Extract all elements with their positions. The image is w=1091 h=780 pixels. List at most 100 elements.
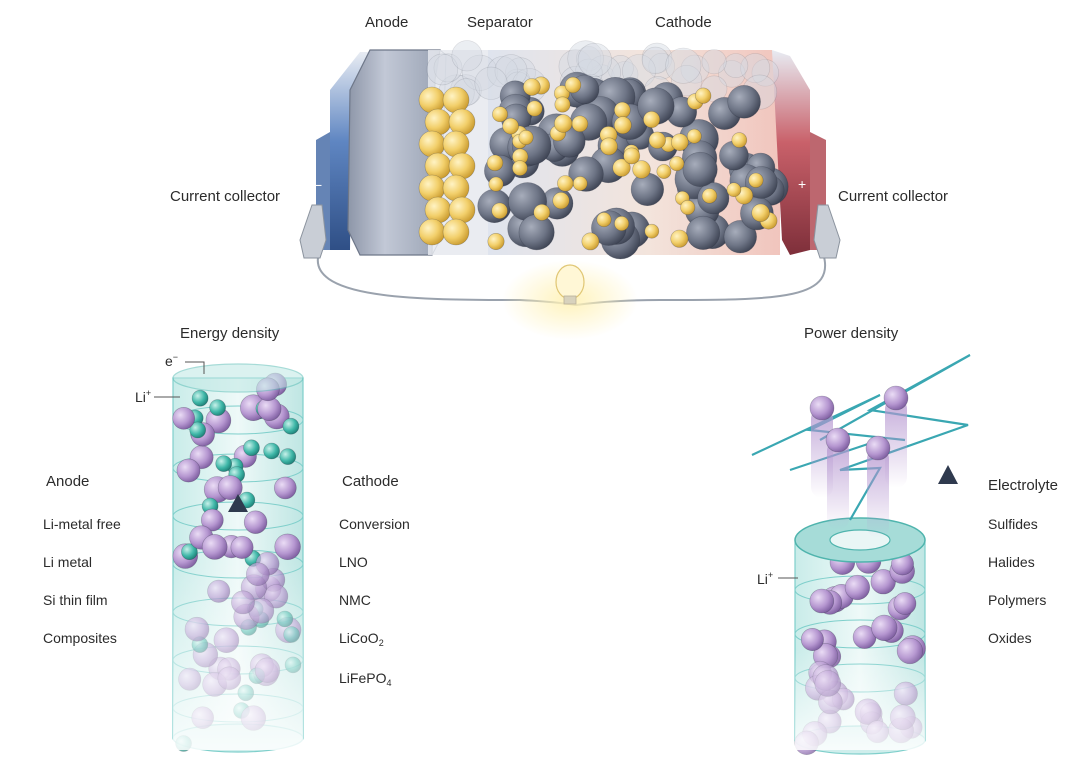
background-particle	[575, 45, 602, 72]
cathode-lithium-particle	[486, 154, 504, 172]
energy-lithium-symbol: Li	[135, 389, 146, 405]
cathode-lithium-particle	[526, 100, 543, 117]
cathode-lithium-particle	[581, 232, 600, 251]
cathode-lithium-particle	[612, 158, 631, 177]
left-clamp	[299, 204, 327, 259]
cathode-item-lco: LiCoO2	[339, 630, 384, 648]
electron-particle	[209, 399, 226, 416]
cathode-lithium-particle	[518, 130, 534, 146]
background-particle	[641, 46, 670, 75]
separator-label: Separator	[467, 14, 533, 31]
cathode-lithium-particle	[488, 176, 504, 192]
cathode-lithium-particle	[670, 133, 689, 151]
lfp-subscript: 4	[386, 678, 392, 688]
cathode-lithium-particle	[487, 233, 505, 251]
electron-label: e−	[165, 352, 178, 369]
lithium-ion-particle	[273, 476, 297, 500]
moving-lithium-ion	[825, 427, 851, 453]
background-particle	[461, 54, 498, 91]
cathode-item: Conversion	[339, 516, 410, 532]
power-arrow-head	[938, 465, 958, 484]
energy-cathode-heading: Cathode	[342, 473, 399, 490]
background-particle	[451, 40, 483, 72]
energy-density-cylinder	[154, 361, 304, 753]
anode-item: Li metal	[43, 554, 93, 570]
anode-lithium-particle	[442, 218, 470, 246]
lithium-ion-particle	[274, 533, 301, 560]
background-particle	[723, 53, 749, 79]
lithium-ion-particle	[217, 475, 243, 501]
lithium-ion-particle	[176, 458, 201, 483]
power-lithium-symbol: Li	[757, 571, 768, 587]
cathode-lithium-particle	[492, 106, 508, 123]
cathode-lithium-particle	[751, 203, 770, 223]
moving-lithium-ion	[809, 395, 835, 421]
electron-particle	[215, 455, 232, 472]
background-particle	[426, 53, 459, 86]
energy-lithium-label: Li+	[135, 388, 151, 405]
cathode-lithium-particle	[572, 176, 588, 191]
electrolyte-heading: Electrolyte	[988, 477, 1059, 494]
electron-particle	[279, 448, 297, 465]
cathode-item: LNO	[339, 554, 368, 570]
plus-sign: +	[798, 176, 807, 192]
anode-label: Anode	[365, 14, 409, 31]
energy-anode-heading: Anode	[46, 473, 90, 490]
cathode-particle	[682, 151, 718, 187]
background-particle	[740, 53, 771, 83]
background-particle	[751, 59, 779, 87]
cathode-lithium-particle	[686, 128, 702, 144]
lithium-ion-particle	[201, 508, 224, 532]
cathode-lithium-particle	[643, 111, 661, 129]
electrolyte-item: Polymers	[988, 592, 1047, 608]
lithium-ion-particle	[844, 574, 871, 601]
anode-item: Composites	[43, 630, 117, 646]
background-particle	[433, 53, 463, 83]
power-lithium-label: Li+	[757, 570, 773, 587]
cathode-lithium-particle	[695, 87, 712, 104]
cathode-item-lfp: LiFePO4	[339, 670, 391, 688]
cathode-lithium-particle	[552, 192, 570, 210]
electron-symbol: e	[165, 353, 173, 369]
electron-particle	[282, 417, 300, 435]
energy-lithium-charge: +	[145, 388, 152, 398]
ion-motion-trail	[827, 440, 849, 530]
lithium-ion-particle	[172, 406, 195, 430]
cathode-lithium-particle	[522, 78, 541, 96]
background-particle	[665, 47, 702, 84]
electron-particle	[191, 389, 209, 407]
electrolyte-item: Halides	[988, 554, 1035, 570]
cathode-particle	[723, 220, 757, 254]
electron-leader-line	[185, 361, 205, 374]
anode-item: Li-metal free	[43, 516, 121, 532]
electron-particle	[243, 439, 260, 457]
power-density-cylinder	[751, 354, 971, 755]
cathode-item: NMC	[339, 592, 371, 608]
cathode-lithium-particle	[748, 172, 764, 188]
cathode-lithium-particle	[533, 203, 551, 221]
cathode-lithium-particle	[613, 116, 632, 135]
cathode-lithium-particle	[731, 132, 748, 148]
anode-lithium-particle	[418, 218, 446, 246]
cathode-lithium-particle	[669, 156, 685, 172]
cathode-label: Cathode	[655, 14, 712, 31]
moving-lithium-ion	[883, 385, 909, 411]
lithium-ion-particle	[871, 614, 898, 642]
cathode-lithium-particle	[564, 76, 582, 94]
cathode-particle	[727, 85, 761, 119]
right-clamp	[813, 204, 841, 259]
background-particle	[641, 42, 673, 74]
background-particle	[680, 54, 710, 84]
power-lithium-charge: +	[767, 570, 774, 580]
cathode-lithium-particle	[553, 114, 573, 133]
background-particle	[718, 60, 746, 88]
lco-subscript: 2	[378, 638, 384, 648]
cylinder-slice	[794, 619, 926, 649]
lithium-ion-particle	[809, 588, 835, 614]
minus-sign: −	[314, 177, 323, 193]
background-particle	[486, 56, 519, 88]
moving-lithium-ion	[865, 435, 891, 461]
lightbulb-icon	[555, 264, 585, 305]
electrolyte-item: Sulfides	[988, 516, 1038, 532]
